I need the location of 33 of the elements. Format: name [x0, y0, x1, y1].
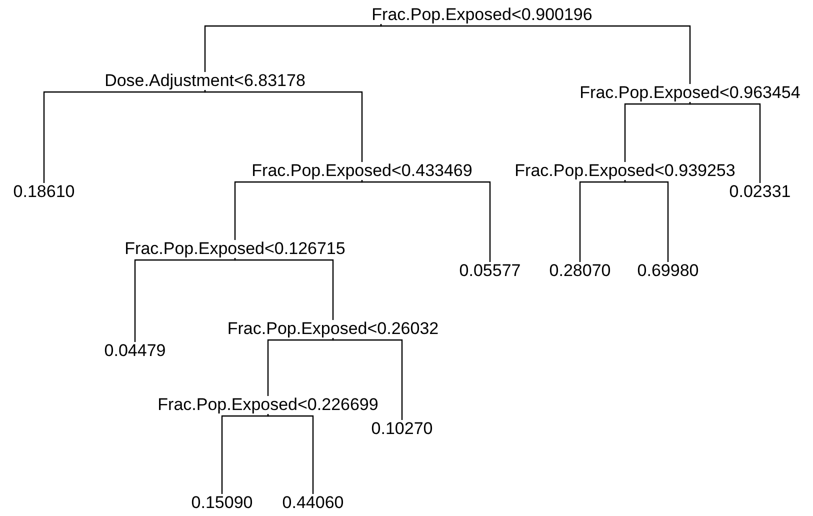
tree-branch	[624, 102, 691, 162]
leaf-value: 0.10270	[371, 420, 433, 438]
leaf-value: 0.18610	[13, 183, 75, 201]
tree-branch	[234, 180, 363, 240]
tree-branch	[361, 180, 491, 262]
tree-branch	[332, 338, 403, 420]
leaf-value: 0.44060	[282, 494, 344, 512]
split-label: Frac.Pop.Exposed<0.939253	[514, 162, 736, 180]
split-label: Frac.Pop.Exposed<0.900196	[372, 6, 592, 24]
split-label: Dose.Adjustment<6.83178	[104, 72, 306, 90]
split-label: Frac.Pop.Exposed<0.226699	[158, 396, 378, 414]
split-label: Frac.Pop.Exposed<0.963454	[580, 84, 800, 102]
tree-branch	[267, 414, 314, 494]
split-label: Frac.Pop.Exposed<0.26032	[227, 320, 439, 338]
tree-branch	[380, 24, 691, 84]
leaf-value: 0.69980	[637, 262, 699, 280]
leaf-value: 0.04479	[104, 342, 166, 360]
tree-branch	[204, 90, 363, 162]
tree-branch	[204, 24, 382, 72]
tree-branch	[689, 102, 761, 183]
tree-branch	[134, 258, 236, 342]
leaf-value: 0.15090	[191, 494, 253, 512]
tree-branch	[624, 180, 669, 262]
leaf-value: 0.02331	[729, 183, 791, 201]
tree-branch	[579, 180, 626, 262]
split-label: Frac.Pop.Exposed<0.433469	[252, 162, 472, 180]
tree-branch	[267, 338, 334, 396]
leaf-value: 0.05577	[459, 262, 521, 280]
leaf-value: 0.28070	[549, 262, 611, 280]
tree-branch	[221, 414, 269, 494]
tree-branch	[43, 90, 206, 183]
tree-branch	[234, 258, 334, 320]
split-label: Frac.Pop.Exposed<0.126715	[124, 240, 346, 258]
